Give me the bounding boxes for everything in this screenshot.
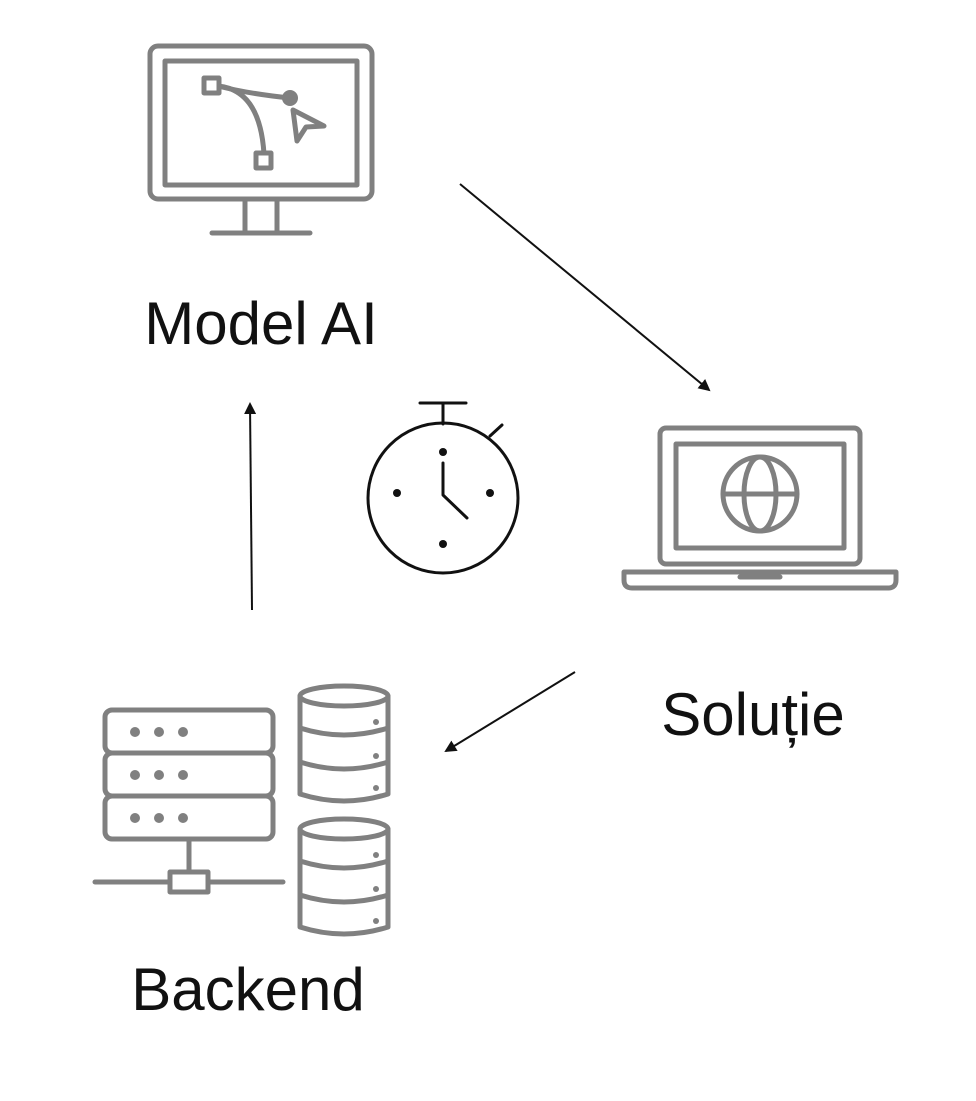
backend-label: Backend xyxy=(131,956,365,1023)
stopwatch-icon xyxy=(366,401,520,575)
desktop-monitor-bezier-icon xyxy=(147,43,375,236)
solutie-label: Soluție xyxy=(661,681,844,748)
arrow-backend-to-model xyxy=(244,402,257,611)
arrow-model-to-solution xyxy=(459,183,711,392)
model-ai-label: Model AI xyxy=(144,290,377,357)
laptop-globe-icon xyxy=(621,425,899,591)
arrow-solution-to-backend xyxy=(444,671,576,753)
server-database-icon xyxy=(92,683,391,937)
